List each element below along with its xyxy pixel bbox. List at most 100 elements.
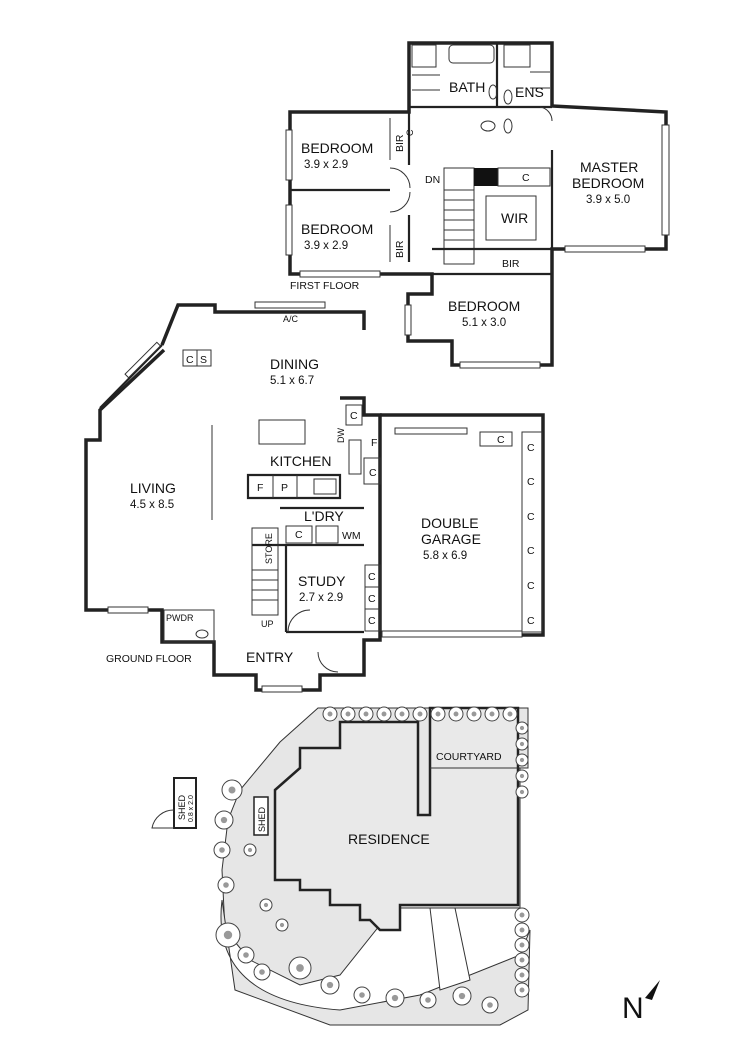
north-compass: N xyxy=(622,980,660,1025)
shrub-core xyxy=(519,987,525,993)
trees-and-shrubs xyxy=(213,706,530,1014)
label-pwdr: PWDR xyxy=(166,613,194,623)
label-shed-size: 0.8 x 2.0 xyxy=(188,795,195,822)
shrub-core xyxy=(471,711,477,717)
kitchen-bench xyxy=(246,473,342,500)
label-cupboard: C xyxy=(522,172,530,184)
shrub-core xyxy=(458,992,466,1000)
label-study-c2: C xyxy=(368,593,376,605)
residence-footprint xyxy=(273,706,520,932)
label-wm: WM xyxy=(342,530,361,542)
shrub-core xyxy=(519,773,525,779)
shed-inner xyxy=(253,796,269,836)
svg-text:C: C xyxy=(527,442,535,454)
shrub-core xyxy=(519,972,525,978)
label-courtyard: COURTYARD xyxy=(436,751,502,763)
shrub-core xyxy=(327,711,333,717)
room-label-study: STUDY xyxy=(298,573,346,589)
shrub-core xyxy=(219,847,225,853)
room-label-bedroom-1: BEDROOM xyxy=(301,140,373,156)
svg-text:C: C xyxy=(527,476,535,488)
driveway xyxy=(429,907,471,991)
cupboard xyxy=(479,431,513,447)
label-study-c1: C xyxy=(368,571,376,583)
shower xyxy=(503,44,531,68)
label-shed: SHED xyxy=(177,794,187,820)
shrub-core xyxy=(247,847,253,853)
site-plan: COURTYARD RESIDENCE SHED SHED 0.8 x 2.0 xyxy=(151,706,531,1026)
stair-treads xyxy=(251,569,279,616)
door-swing xyxy=(389,191,411,213)
room-size-bedroom-2: 3.9 x 2.9 xyxy=(304,240,348,252)
room-label-ldry: L'DRY xyxy=(304,508,344,524)
room-size-master: 3.9 x 5.0 xyxy=(586,194,630,206)
label-fridge: F xyxy=(257,482,263,494)
garage-cupboards: C C C C C C xyxy=(521,431,543,633)
shrub-core xyxy=(263,902,269,908)
shrub-core xyxy=(279,922,285,928)
room-size-study: 2.7 x 2.9 xyxy=(299,592,343,604)
shrub-core xyxy=(243,952,249,958)
tile-grid xyxy=(412,71,550,91)
shrub-core xyxy=(487,1002,493,1008)
shrub-core xyxy=(381,711,387,717)
shrub-core xyxy=(519,725,525,731)
shrub-core xyxy=(519,912,525,918)
door-swing xyxy=(539,106,553,122)
label-shed-inner: SHED xyxy=(257,806,267,832)
basin xyxy=(503,89,513,105)
shrub-core xyxy=(519,741,525,747)
shrub-core xyxy=(425,997,431,1003)
room-label-living: LIVING xyxy=(130,480,176,496)
stair xyxy=(443,167,475,265)
ground-floor-outline xyxy=(84,303,382,692)
shrub-core xyxy=(519,957,525,963)
wir-room xyxy=(485,195,537,241)
ground-floor: A/C C S DINING 5.1 x 6.7 LIVING 4.5 x 8.… xyxy=(84,301,545,693)
shrub-core xyxy=(519,789,525,795)
room-label-master-2: BEDROOM xyxy=(572,175,644,191)
door-swing xyxy=(287,609,311,633)
shrub-core xyxy=(296,964,304,972)
door-swing xyxy=(389,167,411,189)
label-kitchen-c2: C xyxy=(369,467,377,479)
shrub-core xyxy=(519,942,525,948)
label-study-c3: C xyxy=(368,615,376,627)
shrub-core xyxy=(228,786,236,794)
room-label-bedroom-3: BEDROOM xyxy=(448,298,520,314)
shrub-core xyxy=(435,711,441,717)
svg-text:C: C xyxy=(527,615,535,627)
label-bir-upper: BIR xyxy=(394,134,406,152)
room-size-living: 4.5 x 8.5 xyxy=(130,499,174,511)
label-dw: DW xyxy=(336,428,346,443)
shrub-core xyxy=(519,927,525,933)
cupboard xyxy=(363,457,381,485)
cupboard xyxy=(364,608,381,632)
room-label-kitchen: KITCHEN xyxy=(270,453,331,469)
room-size-bedroom-1: 3.9 x 2.9 xyxy=(304,159,348,171)
label-ldry-c: C xyxy=(295,529,303,541)
door-swing xyxy=(317,651,339,673)
shrub-core xyxy=(259,969,265,975)
shrub-core xyxy=(519,757,525,763)
room-label-bath: BATH xyxy=(449,79,485,95)
label-f1: F xyxy=(371,437,377,449)
toilet xyxy=(195,629,209,639)
bay-wall xyxy=(99,344,163,409)
toilet xyxy=(480,120,496,132)
room-size-bedroom-3: 5.1 x 3.0 xyxy=(462,317,506,329)
shed-door xyxy=(151,809,175,829)
label-garage-c-top: C xyxy=(497,434,505,446)
room-size-garage: 5.8 x 6.9 xyxy=(423,550,467,562)
first-floor-outline xyxy=(288,41,668,367)
compass-arrow xyxy=(645,980,660,1000)
label-up: UP xyxy=(261,619,274,629)
svg-text:C: C xyxy=(527,545,535,557)
compass-letter: N xyxy=(622,992,644,1025)
shed xyxy=(173,777,197,829)
shrub-core xyxy=(345,711,351,717)
basin xyxy=(503,118,513,134)
cupboard xyxy=(345,404,363,426)
label-store: STORE xyxy=(264,533,274,564)
